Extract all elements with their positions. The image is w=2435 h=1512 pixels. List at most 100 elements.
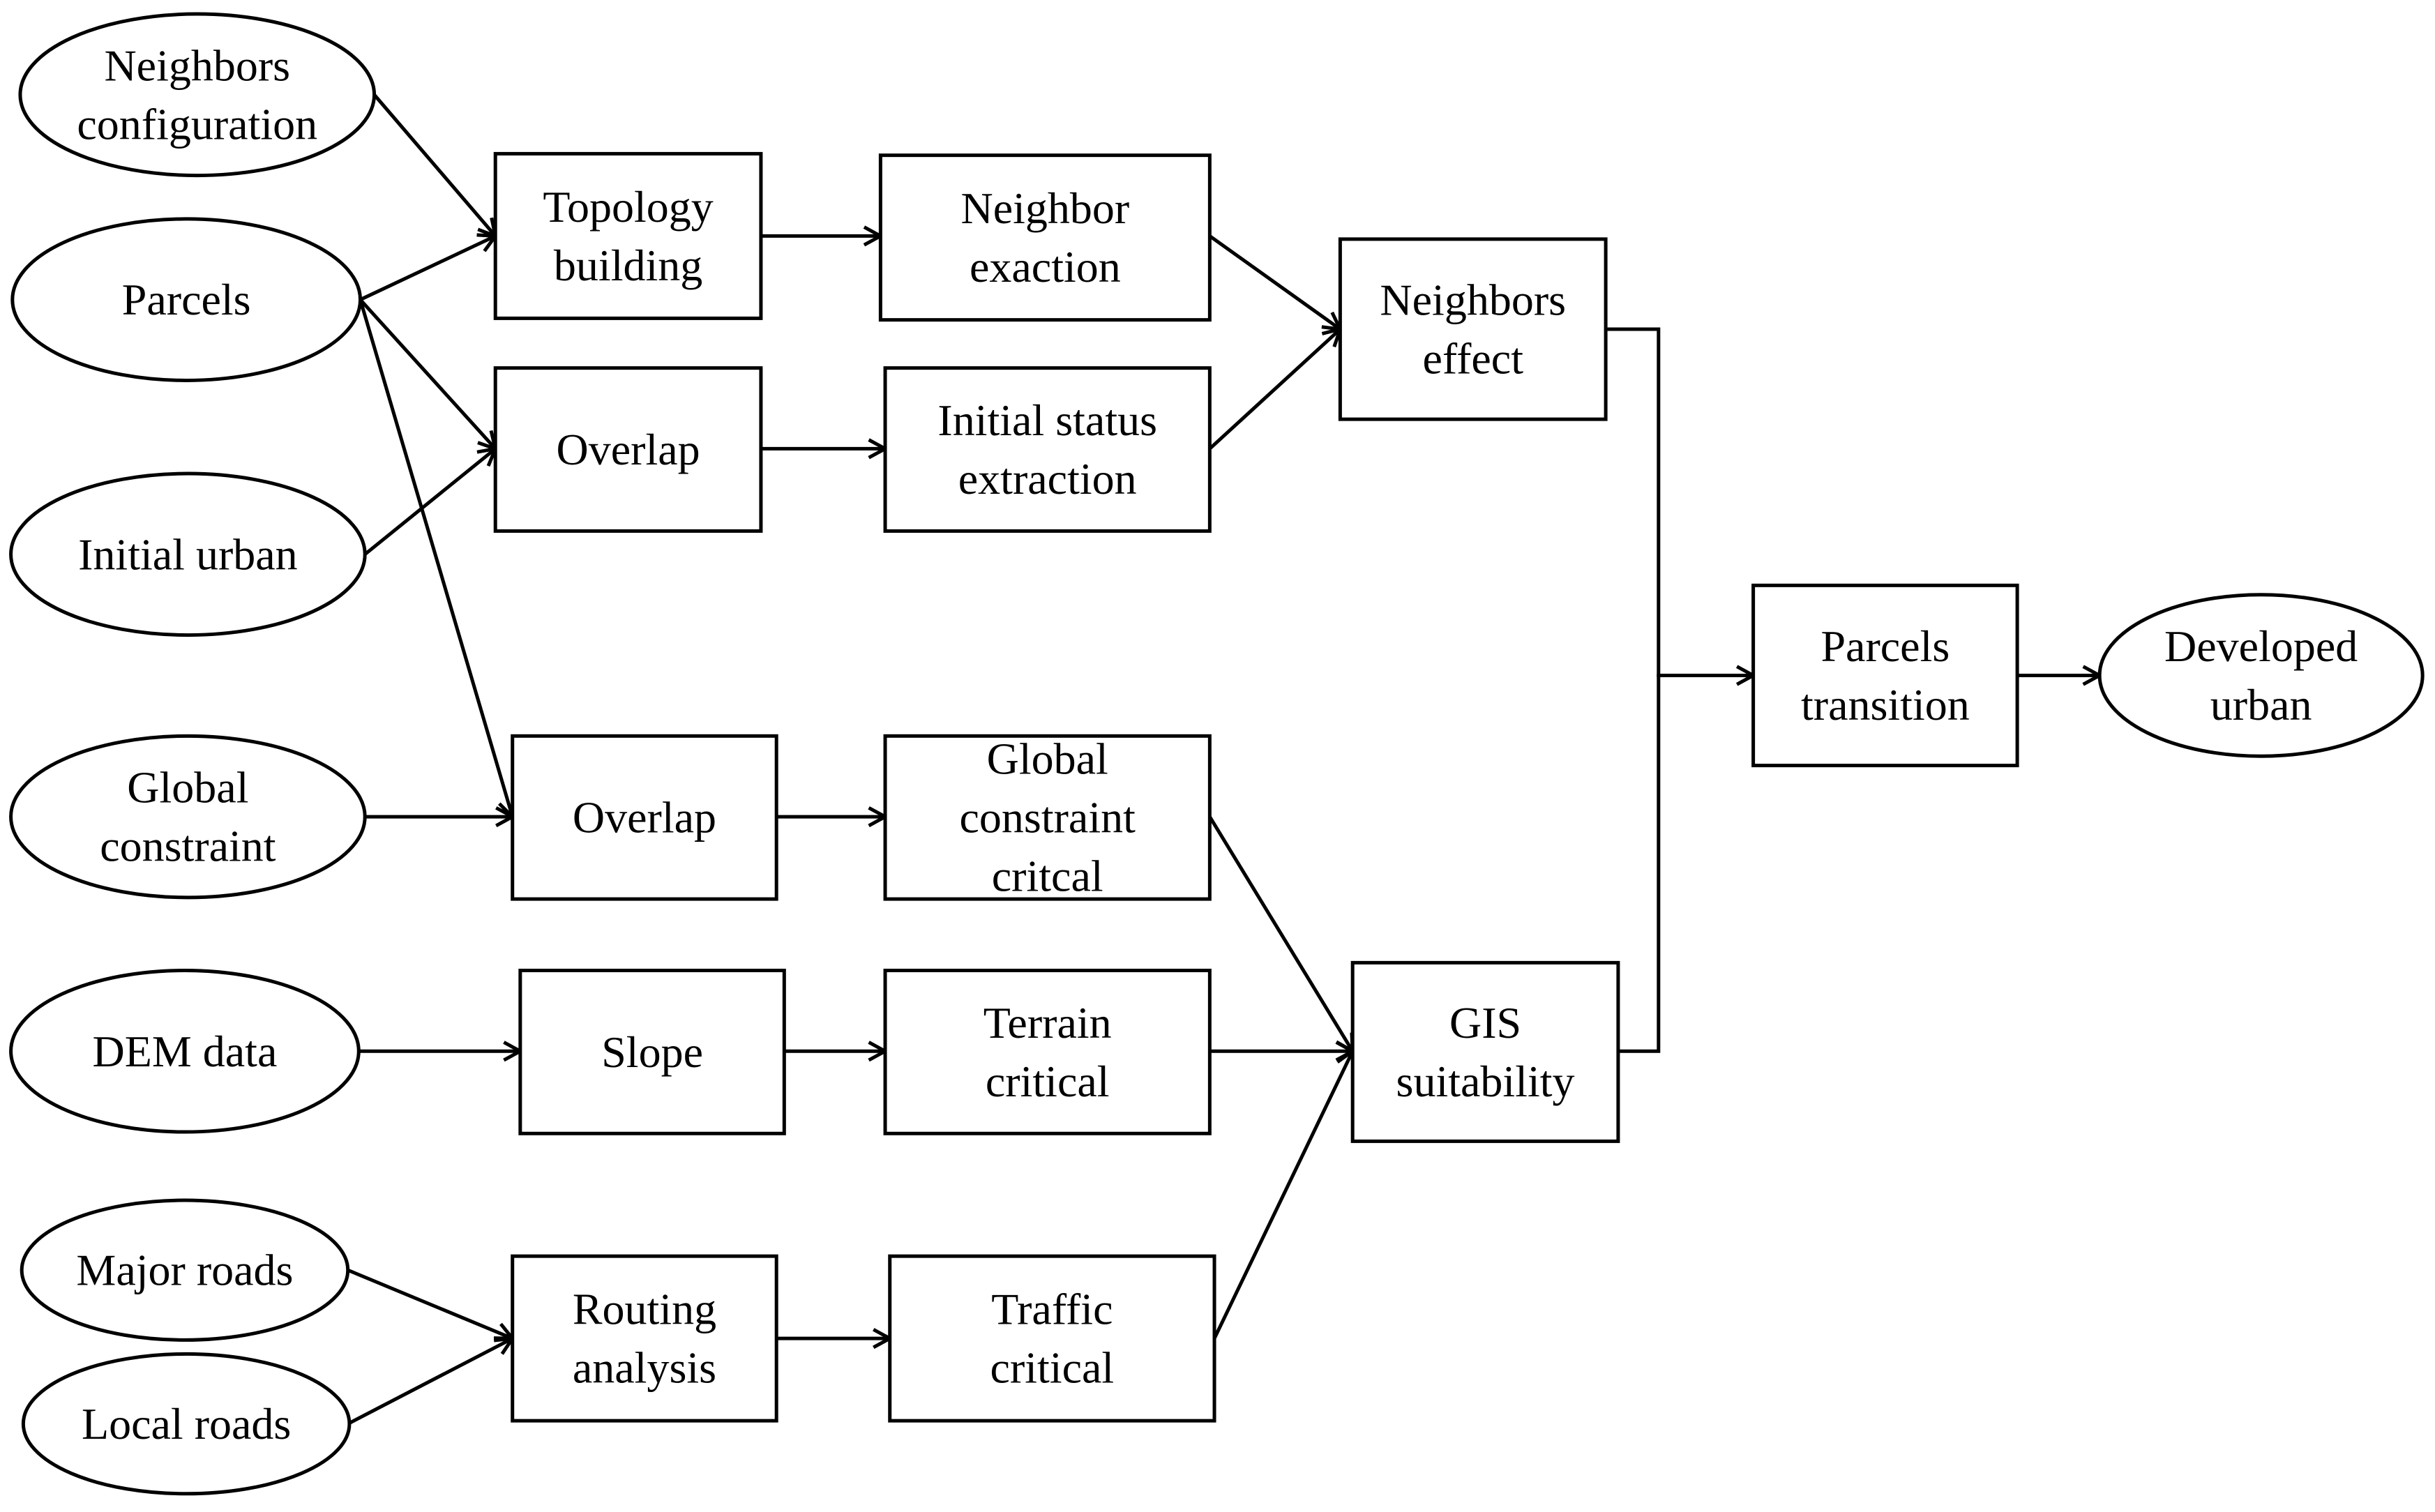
ellipse-shape — [2097, 593, 2425, 758]
edge-global-constraint-critcal-to-gis-suitability — [1208, 815, 1355, 1054]
edge-line — [359, 234, 497, 301]
edge-neighbors-effect-to-parcels-transition — [1606, 327, 1754, 677]
node-label-line: Global — [987, 734, 1108, 784]
edge-line — [372, 93, 497, 238]
box-shape — [1751, 583, 2019, 768]
node-label-line: constraint — [100, 822, 276, 871]
node-label-line: Overlap — [573, 793, 716, 842]
ellipse-shape — [21, 1352, 352, 1496]
box-shape — [1350, 960, 1620, 1143]
node-overlap-1: Overlap — [493, 366, 763, 533]
ellipse-shape — [20, 1198, 350, 1342]
ellipse-shape — [18, 12, 377, 178]
edge-parcels-transition-to-developed-urban — [2017, 665, 2104, 686]
box-shape — [883, 366, 1212, 533]
edge-slope-to-terrain-critical — [784, 1041, 889, 1062]
edge-line — [363, 447, 497, 556]
node-label-line: Neighbors — [1380, 275, 1566, 324]
box-shape — [888, 1254, 1216, 1423]
node-terrain-critical: Terrain critical — [883, 969, 1212, 1135]
edge-line — [359, 298, 515, 817]
node-label-line: suitability — [1396, 1057, 1575, 1106]
node-label-line: extraction — [958, 454, 1137, 504]
box-shape — [883, 969, 1212, 1135]
node-neighbors-effect: Neighbors effect — [1338, 237, 1608, 421]
node-parcels-transition: Parcels transition — [1751, 583, 2019, 768]
box-shape — [1338, 237, 1608, 421]
node-initial-urban: Initial urban — [9, 471, 367, 637]
edge-parcels-to-topology-building — [359, 233, 499, 301]
node-label-line: Major roads — [76, 1246, 293, 1295]
node-label-line: transition — [1801, 680, 1970, 729]
edge-initial-status-extraction-to-neighbors-effect — [1208, 326, 1343, 451]
edge-line — [1208, 234, 1341, 331]
node-label-line: Topology — [543, 182, 713, 232]
node-label-line: analysis — [573, 1343, 716, 1393]
box-shape — [511, 734, 778, 901]
node-label-line: DEM data — [93, 1027, 278, 1076]
edge-traffic-critical-to-gis-suitability — [1212, 1048, 1356, 1340]
node-label-line: urban — [2210, 680, 2312, 729]
node-label-line: constraint — [960, 793, 1136, 842]
node-label-line: Neighbor — [961, 183, 1130, 233]
ellipse-shape — [9, 471, 367, 637]
node-label-line: Traffic — [991, 1285, 1113, 1334]
node-local-roads: Local roads — [21, 1352, 352, 1496]
edge-line — [359, 298, 497, 451]
node-initial-status-extraction: Initial status extraction — [883, 366, 1212, 533]
box-shape — [493, 366, 763, 533]
node-label-line: critcal — [992, 852, 1103, 901]
edge-routing-analysis-to-traffic-critical — [776, 1328, 894, 1350]
node-label-line: exaction — [970, 242, 1121, 292]
edge-line — [1618, 673, 1754, 1053]
edge-line — [1212, 1050, 1355, 1340]
node-slope: Slope — [518, 969, 786, 1135]
node-label-line: effect — [1423, 333, 1524, 383]
node-global-constraint-critcal: Global constraint critcal — [883, 734, 1212, 901]
edge-overlap-1-to-initial-status-extraction — [760, 438, 889, 460]
node-label-line: Local roads — [82, 1399, 291, 1449]
node-label-line: Parcels — [122, 275, 251, 324]
edge-line — [1208, 328, 1342, 451]
node-label-line: Initial urban — [78, 529, 298, 579]
edge-line — [347, 1336, 513, 1426]
node-label-line: critical — [986, 1057, 1110, 1106]
edge-overlap-2-to-global-constraint-critcal — [776, 806, 889, 828]
edge-gis-suitability-to-parcels-transition — [1618, 665, 1757, 1053]
box-shape — [878, 153, 1212, 322]
edge-neighbor-exaction-to-neighbors-effect — [1208, 234, 1343, 332]
node-dem-data: DEM data — [9, 969, 361, 1134]
edge-parcels-to-overlap-2 — [359, 298, 518, 821]
node-label-line: configuration — [77, 99, 317, 149]
edge-terrain-critical-to-gis-suitability — [1209, 1041, 1357, 1062]
node-parcels: Parcels — [10, 217, 363, 382]
edge-dem-data-to-slope — [359, 1041, 525, 1062]
ellipse-shape — [9, 969, 361, 1134]
node-label-line: critical — [990, 1343, 1115, 1393]
node-label-line: Overlap — [557, 425, 700, 474]
edge-local-roads-to-routing-analysis — [347, 1336, 516, 1426]
node-label-line: Slope — [601, 1027, 703, 1077]
edge-major-roads-to-routing-analysis — [347, 1268, 516, 1343]
edge-line — [1606, 327, 1754, 677]
edge-line — [1208, 815, 1355, 1052]
node-label-line: Parcels — [1820, 621, 1950, 671]
node-label-line: Routing — [573, 1285, 716, 1334]
box-shape — [883, 734, 1212, 901]
edge-line — [347, 1268, 513, 1340]
node-label-line: Initial status — [937, 395, 1157, 445]
node-label-line: Neighbors — [104, 40, 290, 90]
node-label-line: Terrain — [983, 998, 1112, 1048]
node-traffic-critical: Traffic critical — [888, 1254, 1216, 1423]
node-major-roads: Major roads — [20, 1198, 350, 1342]
edge-global-constraint-to-overlap-2 — [365, 806, 516, 828]
node-routing-analysis: Routing analysis — [511, 1254, 778, 1423]
box-shape — [511, 1254, 778, 1423]
edge-layer — [347, 93, 2104, 1426]
